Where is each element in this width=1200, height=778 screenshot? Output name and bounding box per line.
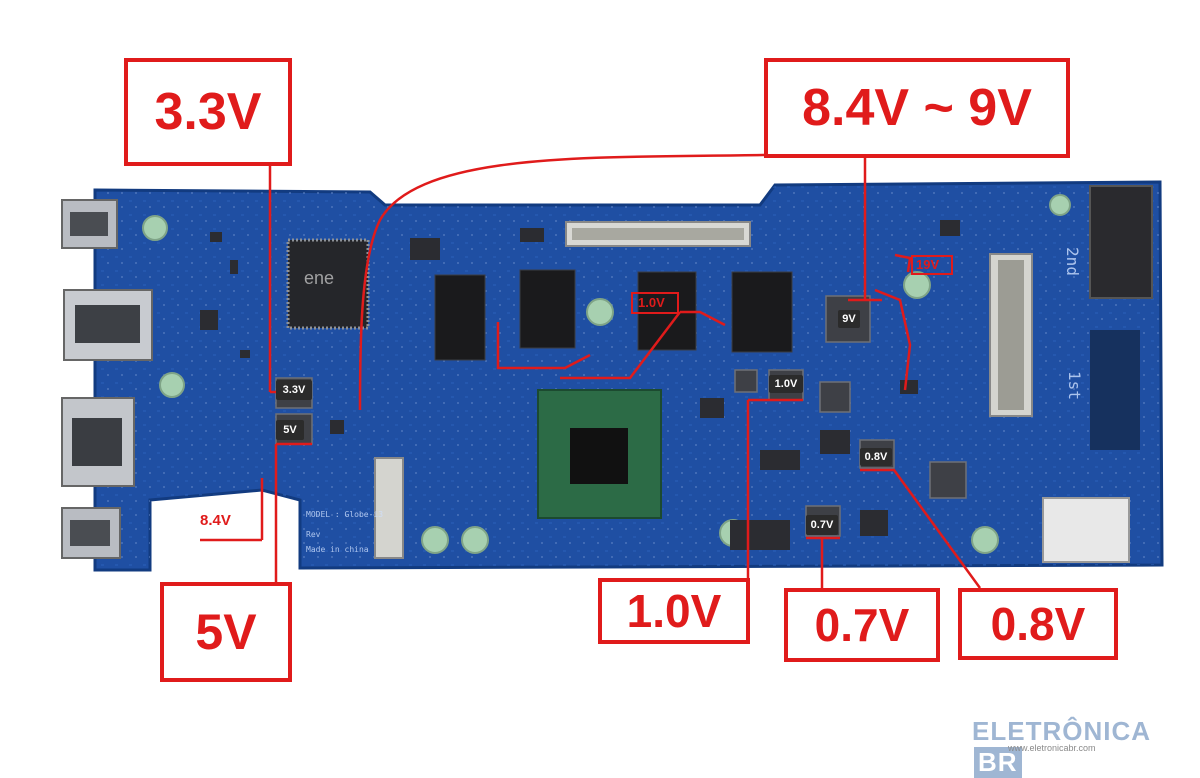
tag-1v0: 1.0V — [769, 375, 803, 393]
silk-model: MODEL : Globe-i3 — [306, 510, 384, 519]
silk-1st: 1st — [1064, 371, 1084, 400]
tag-0v8: 0.8V — [860, 448, 892, 466]
cpu-package — [537, 389, 662, 519]
display-connector — [565, 221, 751, 247]
red-label-8v4: 8.4V — [200, 512, 231, 529]
silk-2nd: 2nd — [1062, 247, 1082, 276]
tag-3v3: 3.3V — [276, 380, 312, 400]
red-label-1v0: 1.0V — [638, 295, 665, 310]
red-10v-box — [631, 292, 679, 314]
red-label-19v: 19V — [916, 257, 940, 272]
callout-3v3: 3.3V — [124, 58, 292, 166]
red-annotation-lines — [200, 153, 982, 589]
usb-c-port-top — [61, 199, 118, 249]
ec-chip-brand: ene — [304, 268, 335, 288]
wifi-module — [1042, 497, 1130, 563]
usb-c-port-bottom — [61, 507, 121, 559]
smd-components — [200, 220, 1140, 550]
watermark-logo: ELETRÔNICABR www.eletronicabr.com — [972, 716, 1200, 778]
tag-5v: 5V — [276, 420, 304, 440]
callout-1v0: 1.0V — [598, 578, 750, 644]
red-19v-box — [911, 255, 953, 275]
mounting-holes — [142, 194, 1071, 554]
right-ffc-connector — [989, 253, 1033, 417]
motherboard-illustration — [61, 153, 1164, 589]
tag-9v: 9V — [838, 310, 860, 328]
watermark-url: www.eletronicabr.com — [1008, 743, 1096, 753]
m2-slot — [1089, 185, 1153, 299]
tag-0v7: 0.7V — [806, 515, 838, 535]
callout-8v4-9v: 8.4V ~ 9V — [764, 58, 1070, 158]
hdmi-port — [61, 397, 135, 487]
silk-made-in: Made in china — [306, 545, 369, 554]
memory-chips — [434, 269, 793, 361]
ec-chip-ene — [286, 238, 370, 330]
watermark-brand: ELETRÔNICA — [972, 716, 1151, 746]
annotated-motherboard-photo: ene 2nd 1st MODEL : Globe-i3 Rev Made in… — [61, 58, 1164, 778]
silk-rev: Rev — [306, 530, 321, 539]
callout-5v: 5V — [160, 582, 292, 682]
usb-a-port — [63, 289, 153, 361]
keyboard-ffc-connector — [374, 457, 404, 559]
callout-0v7: 0.7V — [784, 588, 940, 662]
callout-0v8: 0.8V — [958, 588, 1118, 660]
